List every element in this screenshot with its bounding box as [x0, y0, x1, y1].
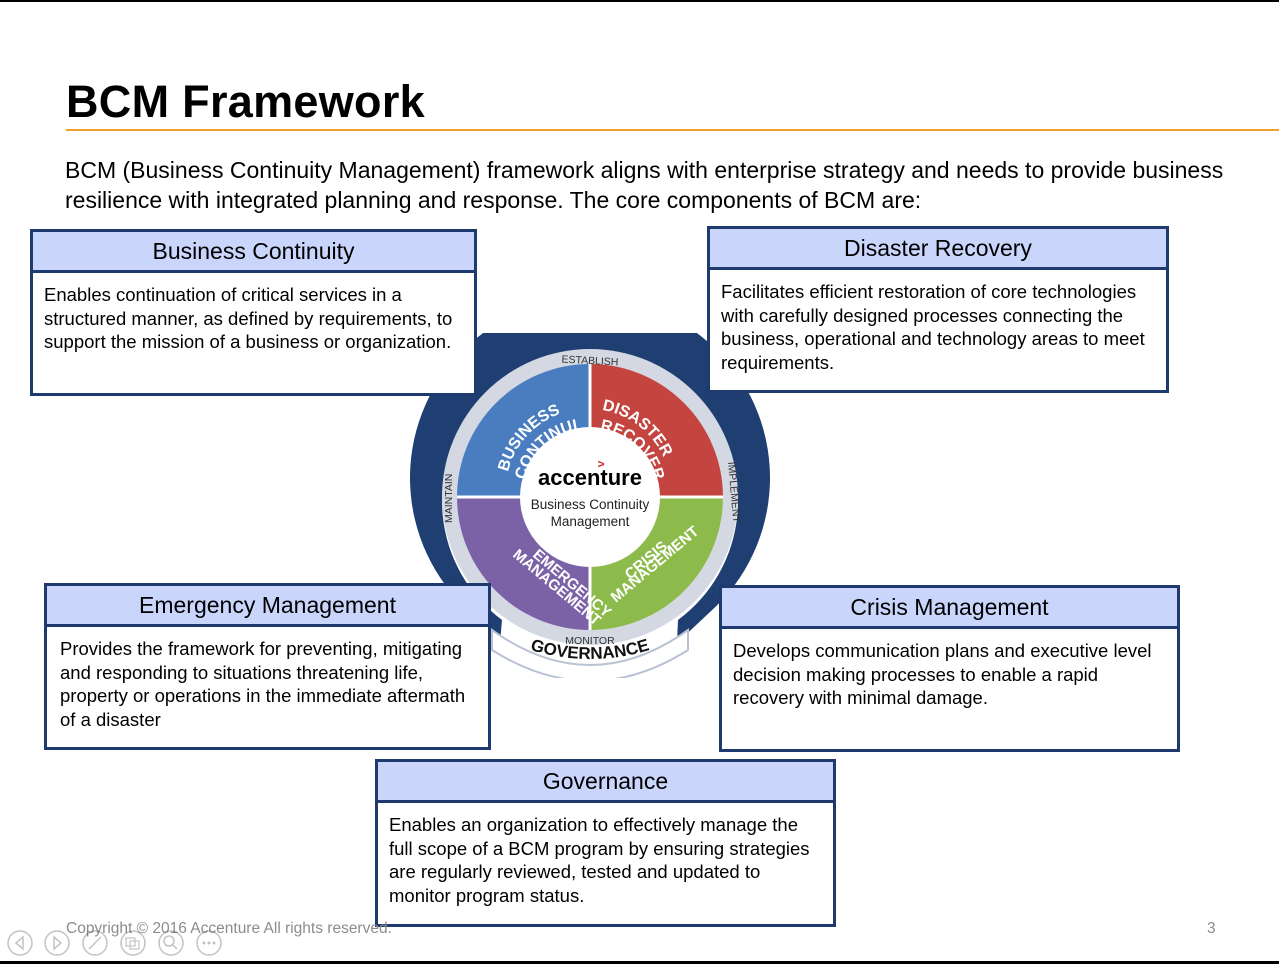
accenture-logo: accenture — [538, 465, 642, 490]
card-title: Emergency Management — [47, 586, 488, 627]
more-icon[interactable] — [196, 930, 222, 956]
card-disaster-recovery: Disaster Recovery Facilitates efficient … — [707, 226, 1169, 393]
card-body: Facilitates efficient restoration of cor… — [721, 281, 1145, 373]
center-label-1: Business Continuity — [531, 497, 650, 512]
card-title: Governance — [378, 762, 833, 803]
card-body: Develops communication plans and executi… — [733, 640, 1152, 708]
zoom-icon[interactable] — [158, 930, 184, 956]
ring-label-implement: IMPLEMENT — [725, 461, 742, 524]
ring-label-maintain: MAINTAIN — [443, 474, 455, 523]
slideshow-toolbar — [7, 930, 222, 956]
ring-label-monitor: MONITOR — [565, 635, 615, 647]
card-crisis-management: Crisis Management Develops communication… — [719, 585, 1180, 752]
previous-icon[interactable] — [7, 930, 33, 956]
governance-base — [491, 628, 689, 678]
card-title: Business Continuity — [33, 232, 474, 273]
ring-label-establish: ESTABLISH — [561, 354, 619, 369]
slide-intro: BCM (Business Continuity Management) fra… — [65, 157, 1224, 213]
bottom-border — [0, 961, 1279, 964]
accenture-mark-icon: > — [597, 457, 604, 471]
title-underline — [66, 129, 1279, 131]
card-body: Enables an organization to effectively m… — [389, 814, 810, 906]
card-emergency-management: Emergency Management Provides the framew… — [44, 583, 491, 750]
page-number: 3 — [1207, 920, 1216, 937]
center-label-2: Management — [551, 514, 630, 529]
card-body: Provides the framework for preventing, m… — [60, 638, 466, 730]
card-governance: Governance Enables an organization to ef… — [375, 759, 836, 927]
pen-icon[interactable] — [82, 930, 108, 956]
slides-icon[interactable] — [120, 930, 146, 956]
bcm-wheel-diagram: accenture > Business Continuity Manageme… — [406, 333, 770, 678]
card-title: Crisis Management — [722, 588, 1177, 629]
next-icon[interactable] — [44, 930, 70, 956]
copyright-footer: Copyright © 2016 Accenture All rights re… — [66, 920, 392, 937]
slide-title: BCM Framework — [66, 76, 425, 127]
card-title: Disaster Recovery — [710, 229, 1166, 270]
card-business-continuity: Business Continuity Enables continuation… — [30, 229, 477, 396]
card-body: Enables continuation of critical service… — [44, 284, 453, 352]
top-border — [0, 0, 1279, 2]
